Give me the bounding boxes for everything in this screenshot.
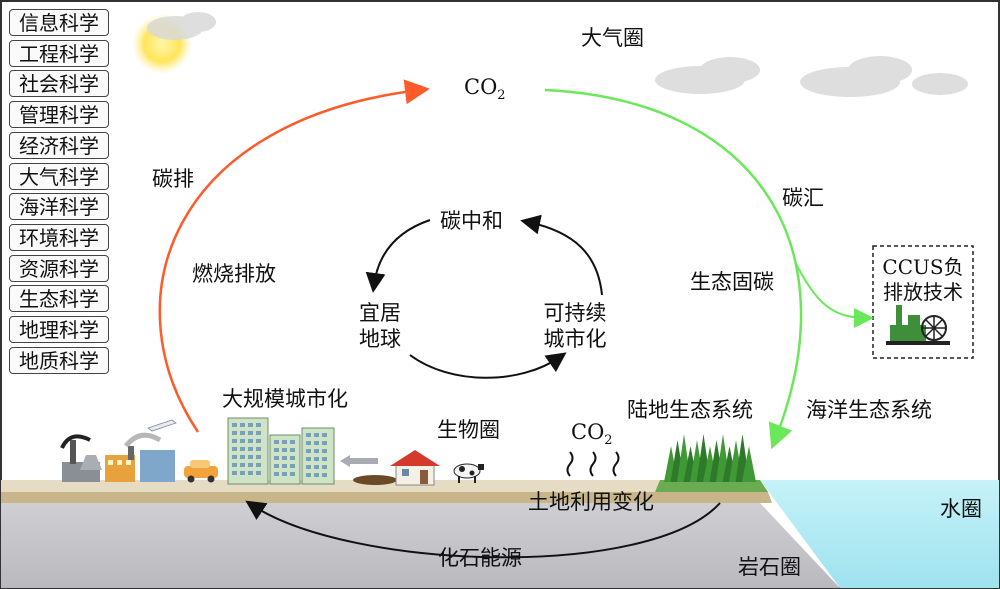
- ground-soil: [1, 492, 772, 503]
- hydrosphere-water: [760, 480, 999, 588]
- co2-emission-waves: [566, 451, 620, 477]
- land-use-change-label: 土地利用变化: [528, 490, 654, 514]
- cycle-arrow-right: [520, 214, 603, 296]
- discipline-item: 环境科学: [9, 223, 109, 251]
- hydrosphere-label: 水圈: [940, 497, 982, 521]
- ccus-branch-arrow: [794, 261, 874, 328]
- urban-expansion-arrow-head: [340, 455, 350, 467]
- livable-earth-line1: 宜居: [359, 301, 401, 325]
- carbon-sink-label: 碳汇: [782, 186, 824, 210]
- biosphere-label: 生物圈: [437, 418, 500, 442]
- discipline-item: 地理科学: [9, 316, 109, 343]
- livable-earth-line2: 地球: [359, 327, 401, 351]
- lithosphere-rock: [1, 503, 840, 588]
- ccus-label-line2: 排放技术: [883, 280, 963, 304]
- discipline-item: 大气科学: [9, 162, 109, 190]
- co2-top-label: CO2: [464, 75, 506, 104]
- fossil-energy-label: 化石能源: [438, 546, 522, 570]
- ccus-box: [872, 245, 974, 359]
- discipline-item: 工程科学: [9, 39, 109, 67]
- discipline-item: 信息科学: [9, 9, 109, 36]
- cloud-icon: [147, 12, 216, 40]
- soil-pile: [353, 475, 397, 485]
- ocean-ecosystem-label: 海洋生态系统: [806, 398, 932, 422]
- house-icon: [390, 450, 440, 486]
- co2-ground-label: CO2: [571, 420, 613, 449]
- sustainable-urban-line2: 城市化: [543, 327, 607, 351]
- urbanization-label: 大规模城市化: [222, 387, 348, 411]
- carbon-neutrality-label: 碳中和: [440, 209, 503, 233]
- factory-icon: [60, 432, 175, 482]
- car-icon: [184, 460, 218, 483]
- discipline-item: 地质科学: [9, 346, 109, 374]
- cycle-arrow-left: [365, 219, 431, 293]
- sustainable-urban-line1: 可持续: [543, 301, 607, 325]
- land-ecosystem-label: 陆地生态系统: [627, 398, 753, 422]
- discipline-item: 经济科学: [9, 131, 109, 159]
- discipline-item: 资源科学: [9, 254, 109, 282]
- emission-arrow: [158, 79, 430, 433]
- grass-strip: [655, 480, 768, 492]
- discipline-item: 社会科学: [9, 70, 109, 98]
- carbon-emission-label: 碳排: [152, 167, 194, 191]
- ccus-machine-icon: [886, 305, 950, 345]
- forest-icon: [664, 434, 756, 482]
- cow-icon: [453, 463, 484, 483]
- ground-surface: [1, 480, 768, 492]
- lithosphere-label: 岩石圈: [738, 555, 801, 579]
- cycle-arrow-bottom: [409, 352, 567, 379]
- ccus-label-line1: CCUS负: [882, 255, 964, 279]
- discipline-item: 管理科学: [9, 101, 109, 129]
- cloud-icon: [655, 56, 968, 97]
- discipline-item: 海洋科学: [9, 193, 109, 221]
- fossil-energy-arrow: [245, 500, 721, 559]
- carbon-sink-arrow: [544, 88, 803, 450]
- ecological-fixation-label: 生态固碳: [690, 270, 774, 294]
- airplane-icon: [147, 419, 177, 432]
- discipline-item: 生态科学: [9, 285, 109, 313]
- atmosphere-label: 大气圈: [581, 26, 644, 50]
- combustion-emission-label: 燃烧排放: [192, 262, 276, 286]
